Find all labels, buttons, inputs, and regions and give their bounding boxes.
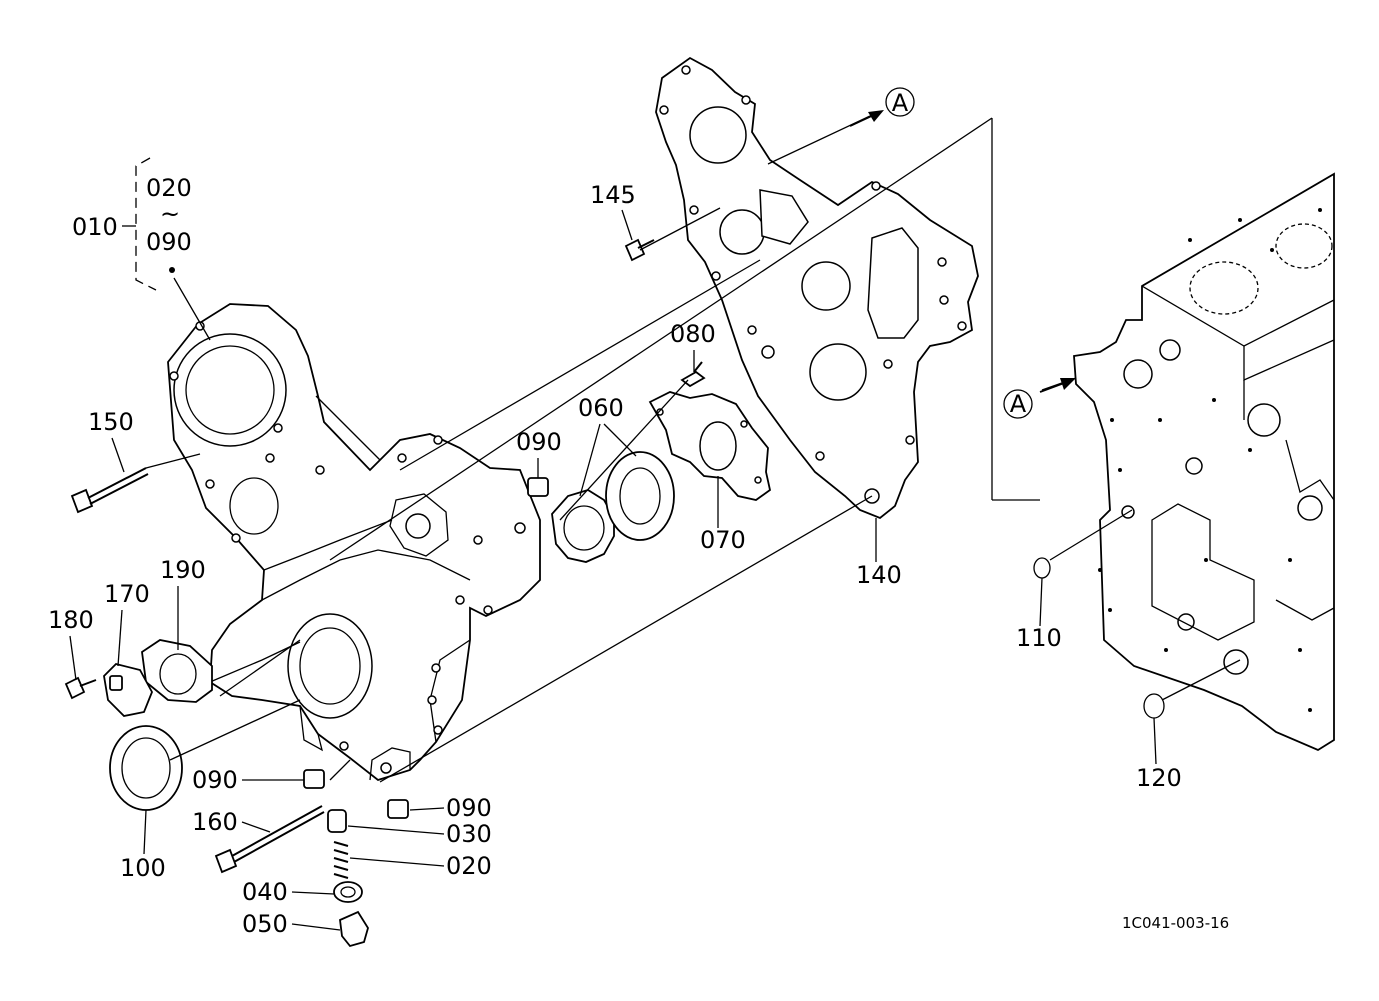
assembly-lines <box>145 115 1241 783</box>
screw-080 <box>680 361 706 388</box>
flange-170 <box>103 663 153 717</box>
part-label-050: 050 <box>242 910 288 938</box>
part-label-140: 140 <box>856 561 902 589</box>
engine-block <box>1073 172 1335 752</box>
plug-090-top <box>527 477 549 497</box>
reference-marker-top: A <box>892 89 909 117</box>
part-label-190: 190 <box>160 556 206 584</box>
part-label-040: 040 <box>242 878 288 906</box>
assembly-range-end: 090 <box>146 228 192 256</box>
gasket-plate-140 <box>655 56 979 520</box>
part-label-060: 060 <box>578 394 624 422</box>
bolt-180 <box>64 676 97 700</box>
part-label-110: 110 <box>1016 624 1062 652</box>
part-label-120: 120 <box>1136 764 1182 792</box>
reference-arrow-right <box>1003 378 1076 419</box>
part-label-030: 030 <box>446 820 492 848</box>
assembly-range-separator: ~ <box>160 200 180 228</box>
plug-050 <box>339 910 369 948</box>
part-label-090-left: 090 <box>192 766 238 794</box>
washer-040 <box>333 881 363 903</box>
plug-090-left <box>303 769 325 789</box>
part-label-090-right: 090 <box>446 794 492 822</box>
part-label-090-top: 090 <box>516 428 562 456</box>
o-ring-120 <box>1143 693 1165 719</box>
part-label-180: 180 <box>48 606 94 634</box>
o-ring-110 <box>1033 557 1051 579</box>
part-label-160: 160 <box>192 808 238 836</box>
oil-pump-inner-rotor-060 <box>551 451 675 563</box>
valve-030 <box>327 809 347 833</box>
part-label-080: 080 <box>670 320 716 348</box>
oil-seal-100 <box>109 725 183 811</box>
part-label-070: 070 <box>700 526 746 554</box>
bolt-160 <box>214 805 325 874</box>
part-label-150: 150 <box>88 408 134 436</box>
plug-090-right <box>387 799 409 819</box>
reference-marker-right: A <box>1010 390 1027 418</box>
gear-case-housing <box>167 303 541 782</box>
part-label-100: 100 <box>120 854 166 882</box>
part-label-170: 170 <box>104 580 150 608</box>
part-label-020: 020 <box>446 852 492 880</box>
assembly-bracket <box>122 157 175 291</box>
bolt-150 <box>70 467 149 514</box>
drawing-number: 1C041-003-16 <box>1122 914 1229 932</box>
bolt-145 <box>624 238 655 262</box>
assembly-number: 010 <box>72 213 118 241</box>
oil-pump-cover-070 <box>648 391 772 501</box>
part-label-145: 145 <box>590 181 636 209</box>
spring-020 <box>333 841 349 879</box>
reference-arrow-top <box>849 87 915 127</box>
gasket-190 <box>141 639 213 703</box>
assembly-range-start: 020 <box>146 174 192 202</box>
